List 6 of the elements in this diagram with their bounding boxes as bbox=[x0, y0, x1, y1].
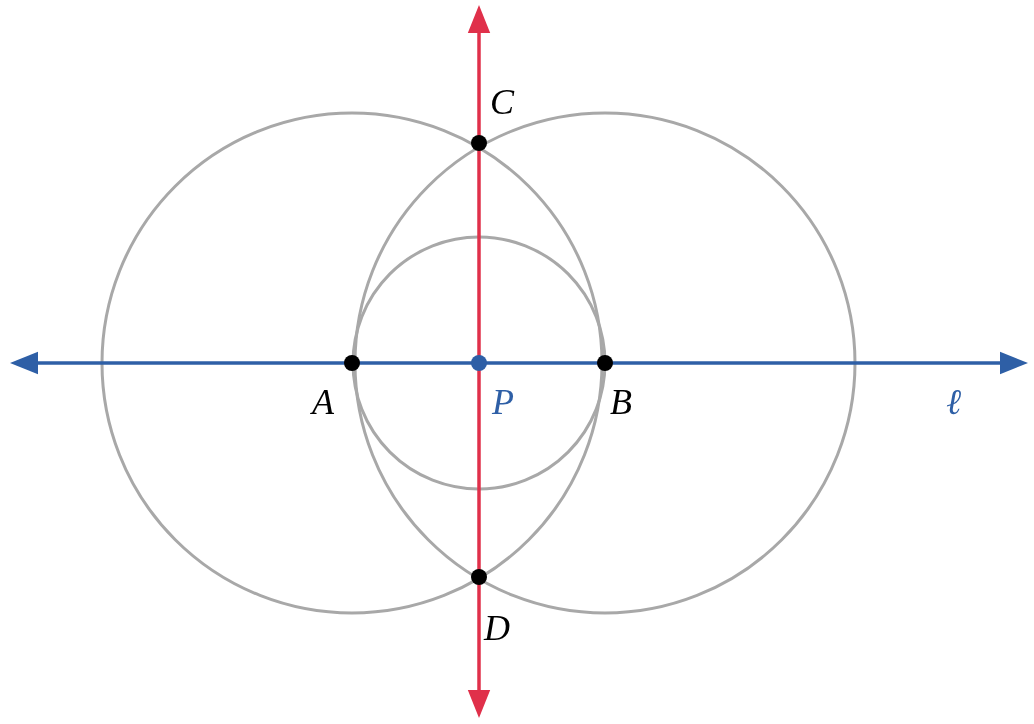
point-label: ℓ bbox=[946, 384, 961, 420]
point-label: P bbox=[492, 384, 514, 420]
point-label: A bbox=[312, 384, 334, 420]
point-label: B bbox=[610, 384, 632, 420]
point-label: D bbox=[484, 610, 510, 646]
point-label: C bbox=[490, 84, 514, 120]
